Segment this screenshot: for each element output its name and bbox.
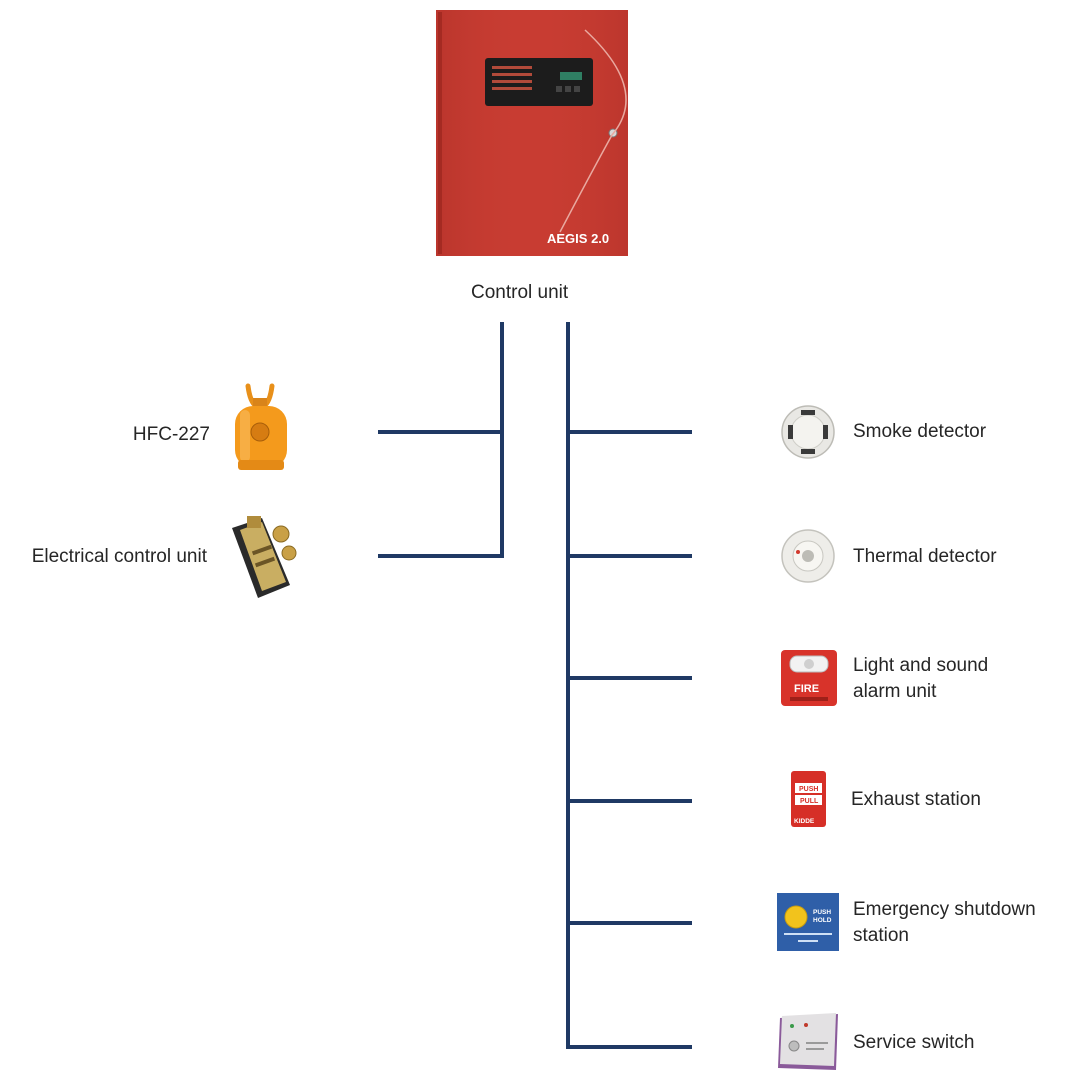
- control-unit-label: Control unit: [471, 282, 569, 303]
- thermal-detector-icon: [781, 529, 835, 583]
- shutdown-station-label: Emergency shutdown station: [853, 899, 1036, 946]
- control-panel-icon: AEGIS 2.0: [436, 10, 628, 256]
- svg-text:KIDDE: KIDDE: [794, 818, 815, 825]
- smoke-detector-label: Smoke detector: [853, 421, 987, 442]
- svg-text:PULL: PULL: [800, 798, 819, 805]
- svg-text:AEGIS 2.0: AEGIS 2.0: [547, 231, 609, 246]
- svg-text:PUSH: PUSH: [813, 909, 831, 916]
- maintenance-switch-icon: [778, 1013, 838, 1070]
- hfc227-label: HFC-227: [132, 424, 210, 445]
- pull-station-icon: PUSH PULL KIDDE: [791, 771, 826, 827]
- valve-actuator-icon: [232, 516, 297, 598]
- service-switch-label: Service switch: [853, 1032, 975, 1053]
- strobe-horn-icon: FIRE: [781, 650, 837, 706]
- smoke-detector-icon: [781, 405, 835, 459]
- alarm-unit-label: Light and sound alarm unit: [853, 655, 989, 702]
- thermal-detector-label: Thermal detector: [853, 546, 997, 567]
- connection-lines: [378, 322, 692, 1049]
- svg-text:FIRE: FIRE: [794, 683, 819, 695]
- exhaust-station-label: Exhaust station: [851, 789, 981, 810]
- abort-station-icon: PUSH HOLD: [777, 893, 839, 951]
- gas-cylinder-icon: [235, 383, 287, 470]
- electrical-control-unit-label: Electrical control unit: [31, 546, 207, 567]
- svg-text:HOLD: HOLD: [813, 917, 832, 924]
- svg-text:PUSH: PUSH: [799, 786, 818, 793]
